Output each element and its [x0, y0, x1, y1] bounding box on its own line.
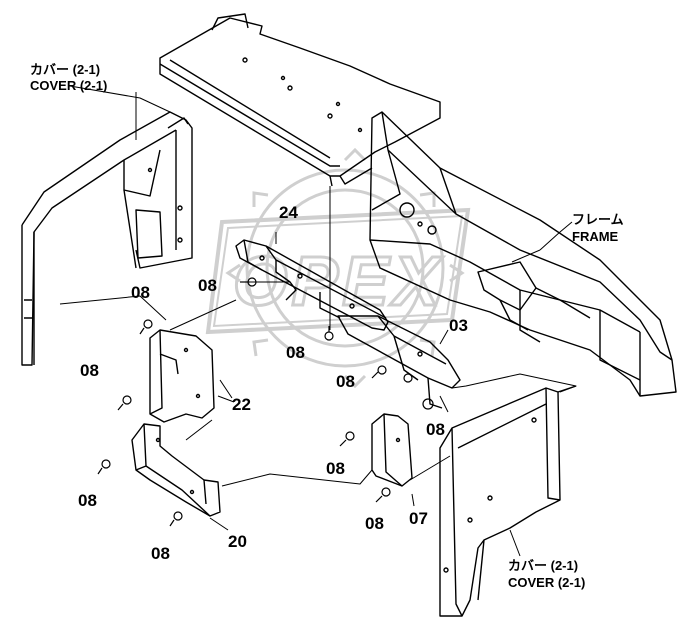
main-frame: [369, 111, 677, 397]
part-number-24: 24: [279, 203, 298, 222]
bolt-08-a: [139, 319, 153, 335]
assembly-lines: [59, 85, 577, 557]
part-number-08-h: 08: [78, 491, 97, 510]
bracket-03: [337, 315, 461, 409]
bracket-20: [131, 423, 221, 517]
bracket-07: [371, 413, 413, 487]
part-number-08-b: 08: [198, 276, 217, 295]
part-number-22: 22: [232, 395, 251, 414]
bracket-22: [149, 329, 215, 423]
bolt-08-d: [117, 395, 132, 411]
bolts: [97, 277, 434, 527]
part-number-08-g: 08: [326, 459, 345, 478]
bolt-08-h: [339, 431, 355, 447]
cover-top-label-jp: カバー (2-1): [30, 62, 101, 77]
part-number-20: 20: [228, 532, 247, 551]
frame-label-en: FRAME: [572, 229, 619, 244]
watermark-text: OPEX: [233, 242, 444, 320]
bolt-08-f: [403, 373, 413, 383]
right-cover: [439, 385, 577, 617]
bolt-08-i: [97, 459, 111, 475]
bolt-08-j: [375, 487, 391, 503]
part-number-08-f: 08: [426, 420, 445, 439]
part-number-08-j: 08: [151, 544, 170, 563]
cover-top-label-en: COVER (2-1): [30, 78, 108, 93]
part-number-08-d: 08: [80, 361, 99, 380]
watermark-logo: [205, 147, 471, 389]
part-number-08-a: 08: [131, 283, 150, 302]
bolt-08-g: [422, 398, 434, 410]
top-floor-plate: [159, 13, 441, 187]
part-number-08-i: 08: [365, 514, 384, 533]
bolt-08-c: [324, 326, 334, 341]
bolt-08-k: [169, 511, 183, 527]
part-number-08-e: 08: [336, 372, 355, 391]
part-number-03: 03: [449, 316, 468, 335]
part-number-08-c: 08: [286, 343, 305, 362]
cover-bottom-label-en: COVER (2-1): [508, 575, 586, 590]
frame-label-jp: フレーム: [572, 212, 624, 227]
cover-bottom-label-jp: カバー (2-1): [508, 558, 579, 573]
bolt-08-e: [371, 365, 387, 379]
part-number-07: 07: [409, 509, 428, 528]
left-cover: [21, 111, 193, 366]
